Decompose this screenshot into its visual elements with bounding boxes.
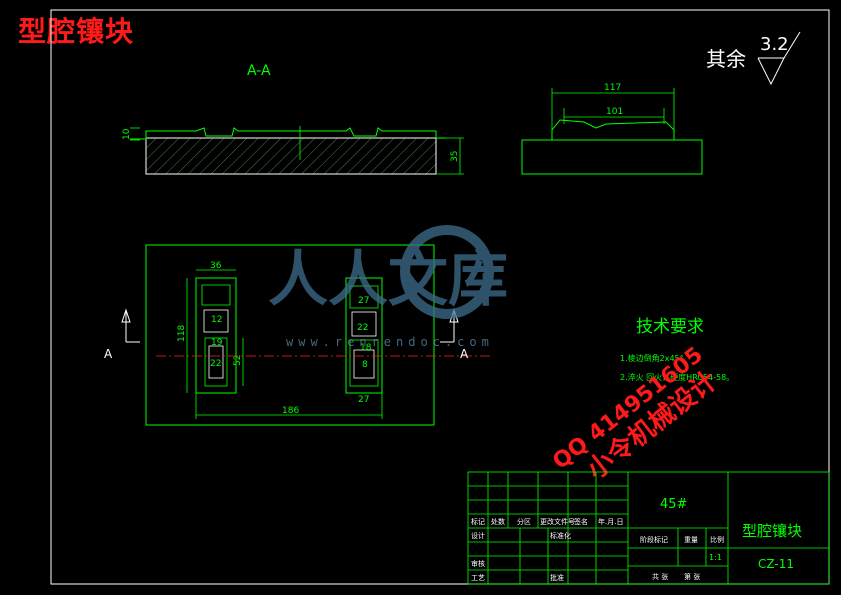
dim-117: 117 (604, 83, 621, 93)
title-block (467, 471, 830, 585)
tech-req-line1: 1.棱边倒角2x45° (620, 353, 684, 363)
side-body (521, 139, 703, 175)
dim-22: 22 (210, 359, 221, 369)
dim-8: 8 (362, 360, 368, 370)
tb-drawing-no: CZ-11 (758, 557, 794, 571)
dim-27-bottom: 27 (358, 395, 369, 405)
dim-27-top: 27 (358, 296, 369, 306)
tb-h-count: 处数 (491, 517, 505, 526)
tb-material: 45# (660, 497, 687, 512)
dim-19: 19 (211, 338, 223, 348)
dim-height-35: 35 (450, 151, 460, 162)
tb-h-date: 年.月.日 (598, 517, 623, 526)
cavity-left (195, 277, 237, 394)
watermark-url: www.renrendoc.com (286, 335, 494, 349)
tb-h-sign: 签名 (574, 517, 588, 526)
section-view-label: A-A (247, 63, 271, 79)
side-top-profile (551, 119, 675, 140)
plan-view: 36 118 12 19 22 52 186 27 22 18 8 27 A A (104, 244, 490, 426)
section-body-hatched (145, 137, 437, 175)
tb-h-weight: 重量 (684, 536, 698, 544)
roughness-symbol (757, 57, 785, 86)
cavity-right (345, 277, 383, 394)
tb-h-total: 共 张 (652, 572, 668, 581)
section-mark-left: A (104, 347, 113, 361)
drawing-title: 型腔镶块 (18, 15, 135, 48)
designer-stamp: QQ 414951605 小令机械设计 (548, 342, 723, 485)
plan-outer (145, 244, 435, 426)
dim-101: 101 (606, 107, 623, 117)
roughness-prefix: 其余 (706, 47, 746, 71)
dim-22-right: 22 (357, 323, 368, 333)
tb-h-process: 工艺 (471, 574, 485, 582)
tb-h-doc: 更改文件号 (540, 517, 575, 526)
tb-h-zone: 分区 (517, 517, 531, 526)
tech-req-title: 技术要求 (636, 317, 704, 337)
roughness-value: 3.2 (760, 34, 789, 55)
tb-h-stage: 阶段标记 (640, 535, 668, 544)
tech-req-line2: 2.淬火 回火，硬度HRC54-58。 (620, 372, 734, 382)
tb-h-mark: 标记 (471, 517, 485, 526)
dim-186: 186 (282, 406, 299, 416)
outer-frame (50, 9, 830, 585)
dim-52: 52 (233, 355, 243, 366)
watermark: 人人文库 www.renrendoc.com (268, 225, 508, 349)
side-view: 117 101 (521, 83, 703, 175)
watermark-brand: 人人文库 (268, 245, 508, 315)
tb-h-approve: 批准 (550, 573, 564, 582)
tb-h-design: 设计 (471, 531, 485, 540)
dim-12: 12 (211, 315, 222, 325)
tb-h-review: 审核 (471, 559, 485, 568)
tb-h-std: 标准化 (550, 531, 571, 540)
tb-part-name: 型腔镶块 (742, 522, 802, 540)
dim-118: 118 (177, 325, 187, 342)
tb-scale: 1:1 (709, 553, 722, 562)
dim-height-10: 10 (122, 128, 132, 140)
tb-h-ratio: 比例 (710, 535, 724, 544)
dim-18: 18 (360, 343, 372, 353)
dim-36: 36 (210, 261, 222, 271)
surface-roughness: 其余 3.2 (706, 31, 801, 86)
section-mark-right: A (460, 347, 469, 361)
tech-requirements: 技术要求 1.棱边倒角2x45° 2.淬火 回火，硬度HRC54-58。 (620, 317, 734, 382)
section-top-profile (130, 127, 446, 140)
title-block-text: 45# 型腔镶块 CZ-11 1:1 标记 处数 分区 更改文件号 签名 年.月… (471, 497, 802, 582)
section-view: 10 35 (122, 126, 464, 175)
tb-h-sheet: 第 张 (684, 572, 700, 581)
